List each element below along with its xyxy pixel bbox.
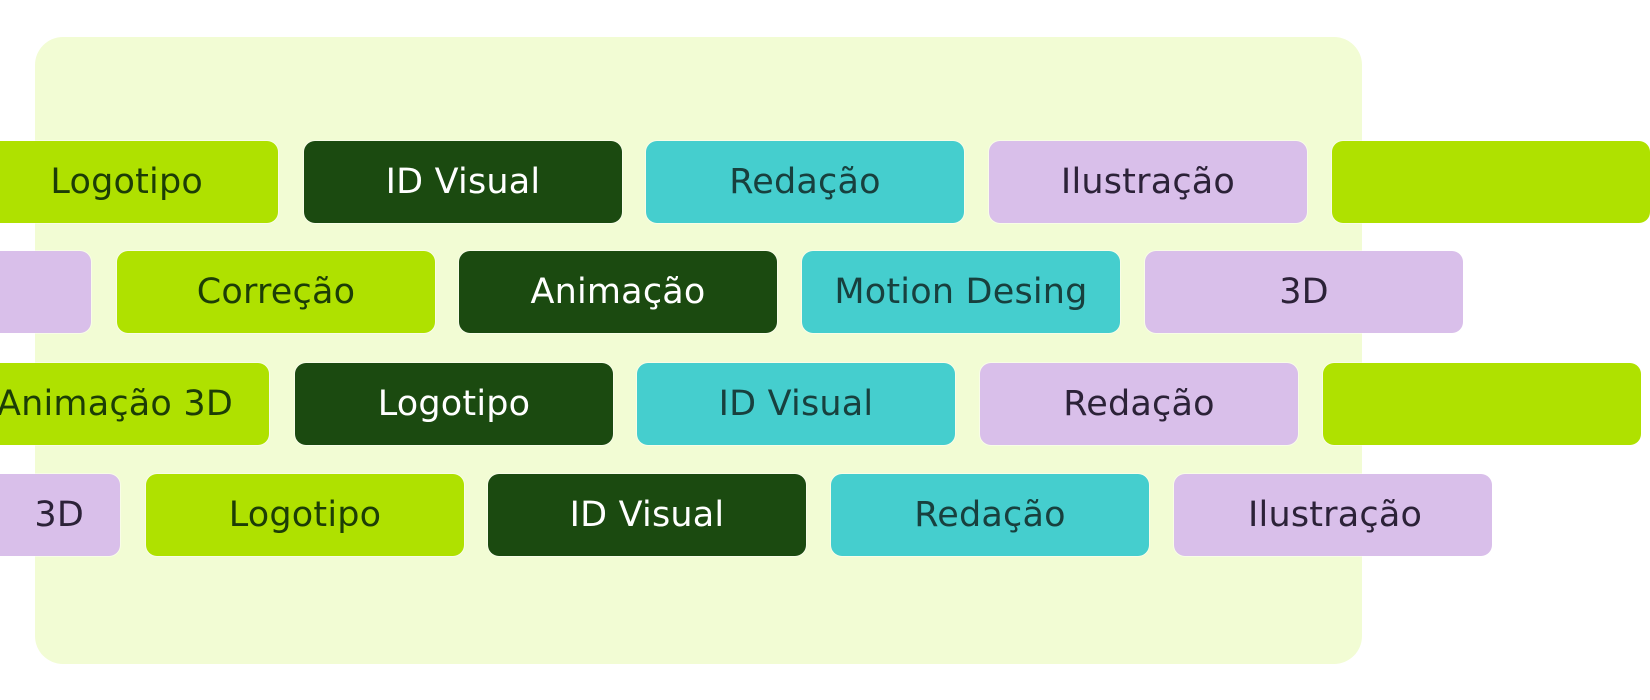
tag-label: Logotipo — [50, 162, 203, 202]
tag-cloud-panel: Logotipo ID Visual Redação Ilustração Co… — [0, 37, 1650, 664]
tag-label: Animação — [530, 272, 706, 312]
tag-animacao[interactable]: Animação — [459, 251, 777, 333]
tag-correcao[interactable]: Correção — [117, 251, 435, 333]
tag-row-4: 3D Logotipo ID Visual Redação Ilustração — [0, 474, 1492, 556]
tag-id-visual[interactable]: ID Visual — [637, 363, 955, 445]
tag-label: Redação — [914, 495, 1066, 535]
tag-3d[interactable]: 3D — [0, 474, 120, 556]
tag-motion-desing[interactable]: Motion Desing — [802, 251, 1120, 333]
tag-row-1: Logotipo ID Visual Redação Ilustração — [0, 141, 1650, 223]
tag-redacao[interactable]: Redação — [980, 363, 1298, 445]
tag-partial[interactable] — [0, 251, 91, 333]
tag-ilustracao[interactable]: Ilustração — [1174, 474, 1492, 556]
tag-3d[interactable]: 3D — [1145, 251, 1463, 333]
tag-logotipo[interactable]: Logotipo — [295, 363, 613, 445]
tag-label: Correção — [196, 272, 356, 312]
tag-row-3: Animação 3D Logotipo ID Visual Redação — [0, 363, 1641, 445]
tag-row-2: Correção Animação Motion Desing 3D — [0, 251, 1463, 333]
tag-label: Ilustração — [1248, 495, 1423, 535]
tag-id-visual[interactable]: ID Visual — [304, 141, 622, 223]
tag-label: Logotipo — [377, 384, 531, 424]
tag-partial[interactable] — [1332, 141, 1650, 223]
tag-logotipo[interactable]: Logotipo — [0, 141, 278, 223]
tag-label: Ilustração — [1060, 162, 1236, 202]
tag-ilustracao[interactable]: Ilustração — [989, 141, 1307, 223]
tag-label: Motion Desing — [834, 272, 1088, 312]
tag-id-visual[interactable]: ID Visual — [488, 474, 806, 556]
tag-label: Redação — [1063, 384, 1215, 424]
tag-partial[interactable] — [1323, 363, 1641, 445]
tag-label: ID Visual — [718, 384, 874, 424]
tag-redacao[interactable]: Redação — [646, 141, 964, 223]
tag-animacao-3d[interactable]: Animação 3D — [0, 363, 269, 445]
tag-logotipo[interactable]: Logotipo — [146, 474, 464, 556]
tag-redacao[interactable]: Redação — [831, 474, 1149, 556]
tag-label: 3D — [34, 495, 84, 535]
tag-label: Logotipo — [228, 495, 382, 535]
tag-label: 3D — [1279, 272, 1329, 312]
tag-label: Redação — [729, 162, 881, 202]
tag-label: ID Visual — [569, 495, 725, 535]
tag-label: ID Visual — [385, 162, 541, 202]
tag-label: Animação 3D — [0, 384, 233, 424]
